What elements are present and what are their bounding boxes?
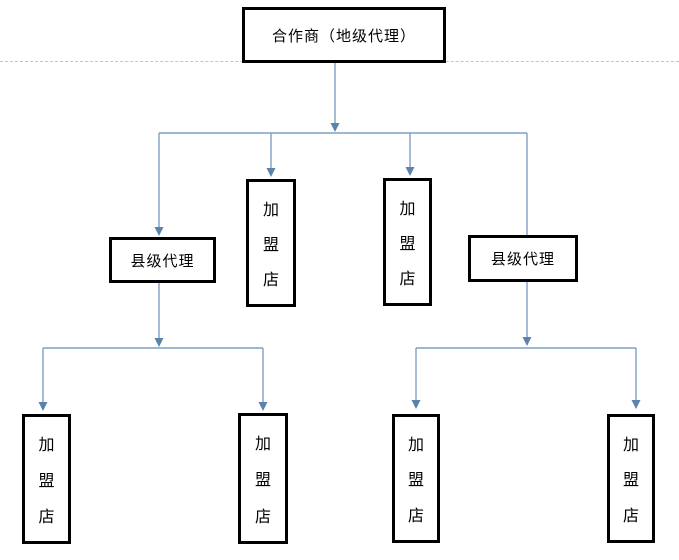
node-franchise-store-mid-right: 加盟店 <box>383 178 432 306</box>
node-label: 合作商（地级代理） <box>271 28 416 45</box>
vertical-char: 盟 <box>254 472 271 490</box>
arrowhead-franchise-mid-left <box>266 168 276 177</box>
node-label: 加盟店 <box>249 182 293 304</box>
vertical-char: 加 <box>38 437 55 454</box>
arrowhead-left-distribution <box>154 338 164 347</box>
vertical-char: 盟 <box>262 236 279 254</box>
node-label: 加盟店 <box>25 417 68 541</box>
vertical-char: 盟 <box>38 473 55 490</box>
arrowhead-franchise-bl1 <box>38 402 48 411</box>
vertical-char: 店 <box>254 508 271 526</box>
vertical-char: 店 <box>399 271 416 289</box>
arrowhead-franchise-bl2 <box>258 402 268 411</box>
vertical-char: 盟 <box>622 472 639 490</box>
arrowhead-franchise-mid-right <box>405 167 415 176</box>
node-label: 加盟店 <box>610 417 652 540</box>
vertical-char: 加 <box>262 201 279 219</box>
node-label: 加盟店 <box>395 417 437 540</box>
arrowhead-root <box>330 123 340 132</box>
vertical-char: 店 <box>407 508 424 526</box>
arrowhead-franchise-br2 <box>631 400 641 409</box>
node-franchise-store-bottom-left-1: 加盟店 <box>22 414 71 544</box>
node-label: 县级代理 <box>490 252 555 268</box>
vertical-char: 盟 <box>399 235 416 253</box>
node-partner-prefecture-agent: 合作商（地级代理） <box>242 7 446 63</box>
node-label: 县级代理 <box>130 253 195 270</box>
vertical-char: 店 <box>622 508 639 526</box>
node-franchise-store-mid-left: 加盟店 <box>246 179 296 307</box>
vertical-char: 店 <box>38 509 55 526</box>
vertical-char: 盟 <box>407 472 424 490</box>
vertical-char: 加 <box>254 436 271 454</box>
node-county-agent-right: 县级代理 <box>468 235 578 282</box>
vertical-char: 加 <box>407 436 424 454</box>
node-label: 加盟店 <box>386 181 429 303</box>
arrowhead-county-left <box>154 227 164 236</box>
node-county-agent-left: 县级代理 <box>109 237 216 283</box>
arrowhead-franchise-br1 <box>411 400 421 409</box>
node-franchise-store-bottom-left-2: 加盟店 <box>238 413 288 544</box>
vertical-char: 店 <box>262 272 279 290</box>
vertical-char: 加 <box>622 436 639 454</box>
node-franchise-store-bottom-right-2: 加盟店 <box>607 414 655 543</box>
node-label: 加盟店 <box>241 416 285 541</box>
vertical-char: 加 <box>399 200 416 218</box>
arrowhead-right-distribution <box>522 337 532 346</box>
node-franchise-store-bottom-right-1: 加盟店 <box>392 414 440 543</box>
